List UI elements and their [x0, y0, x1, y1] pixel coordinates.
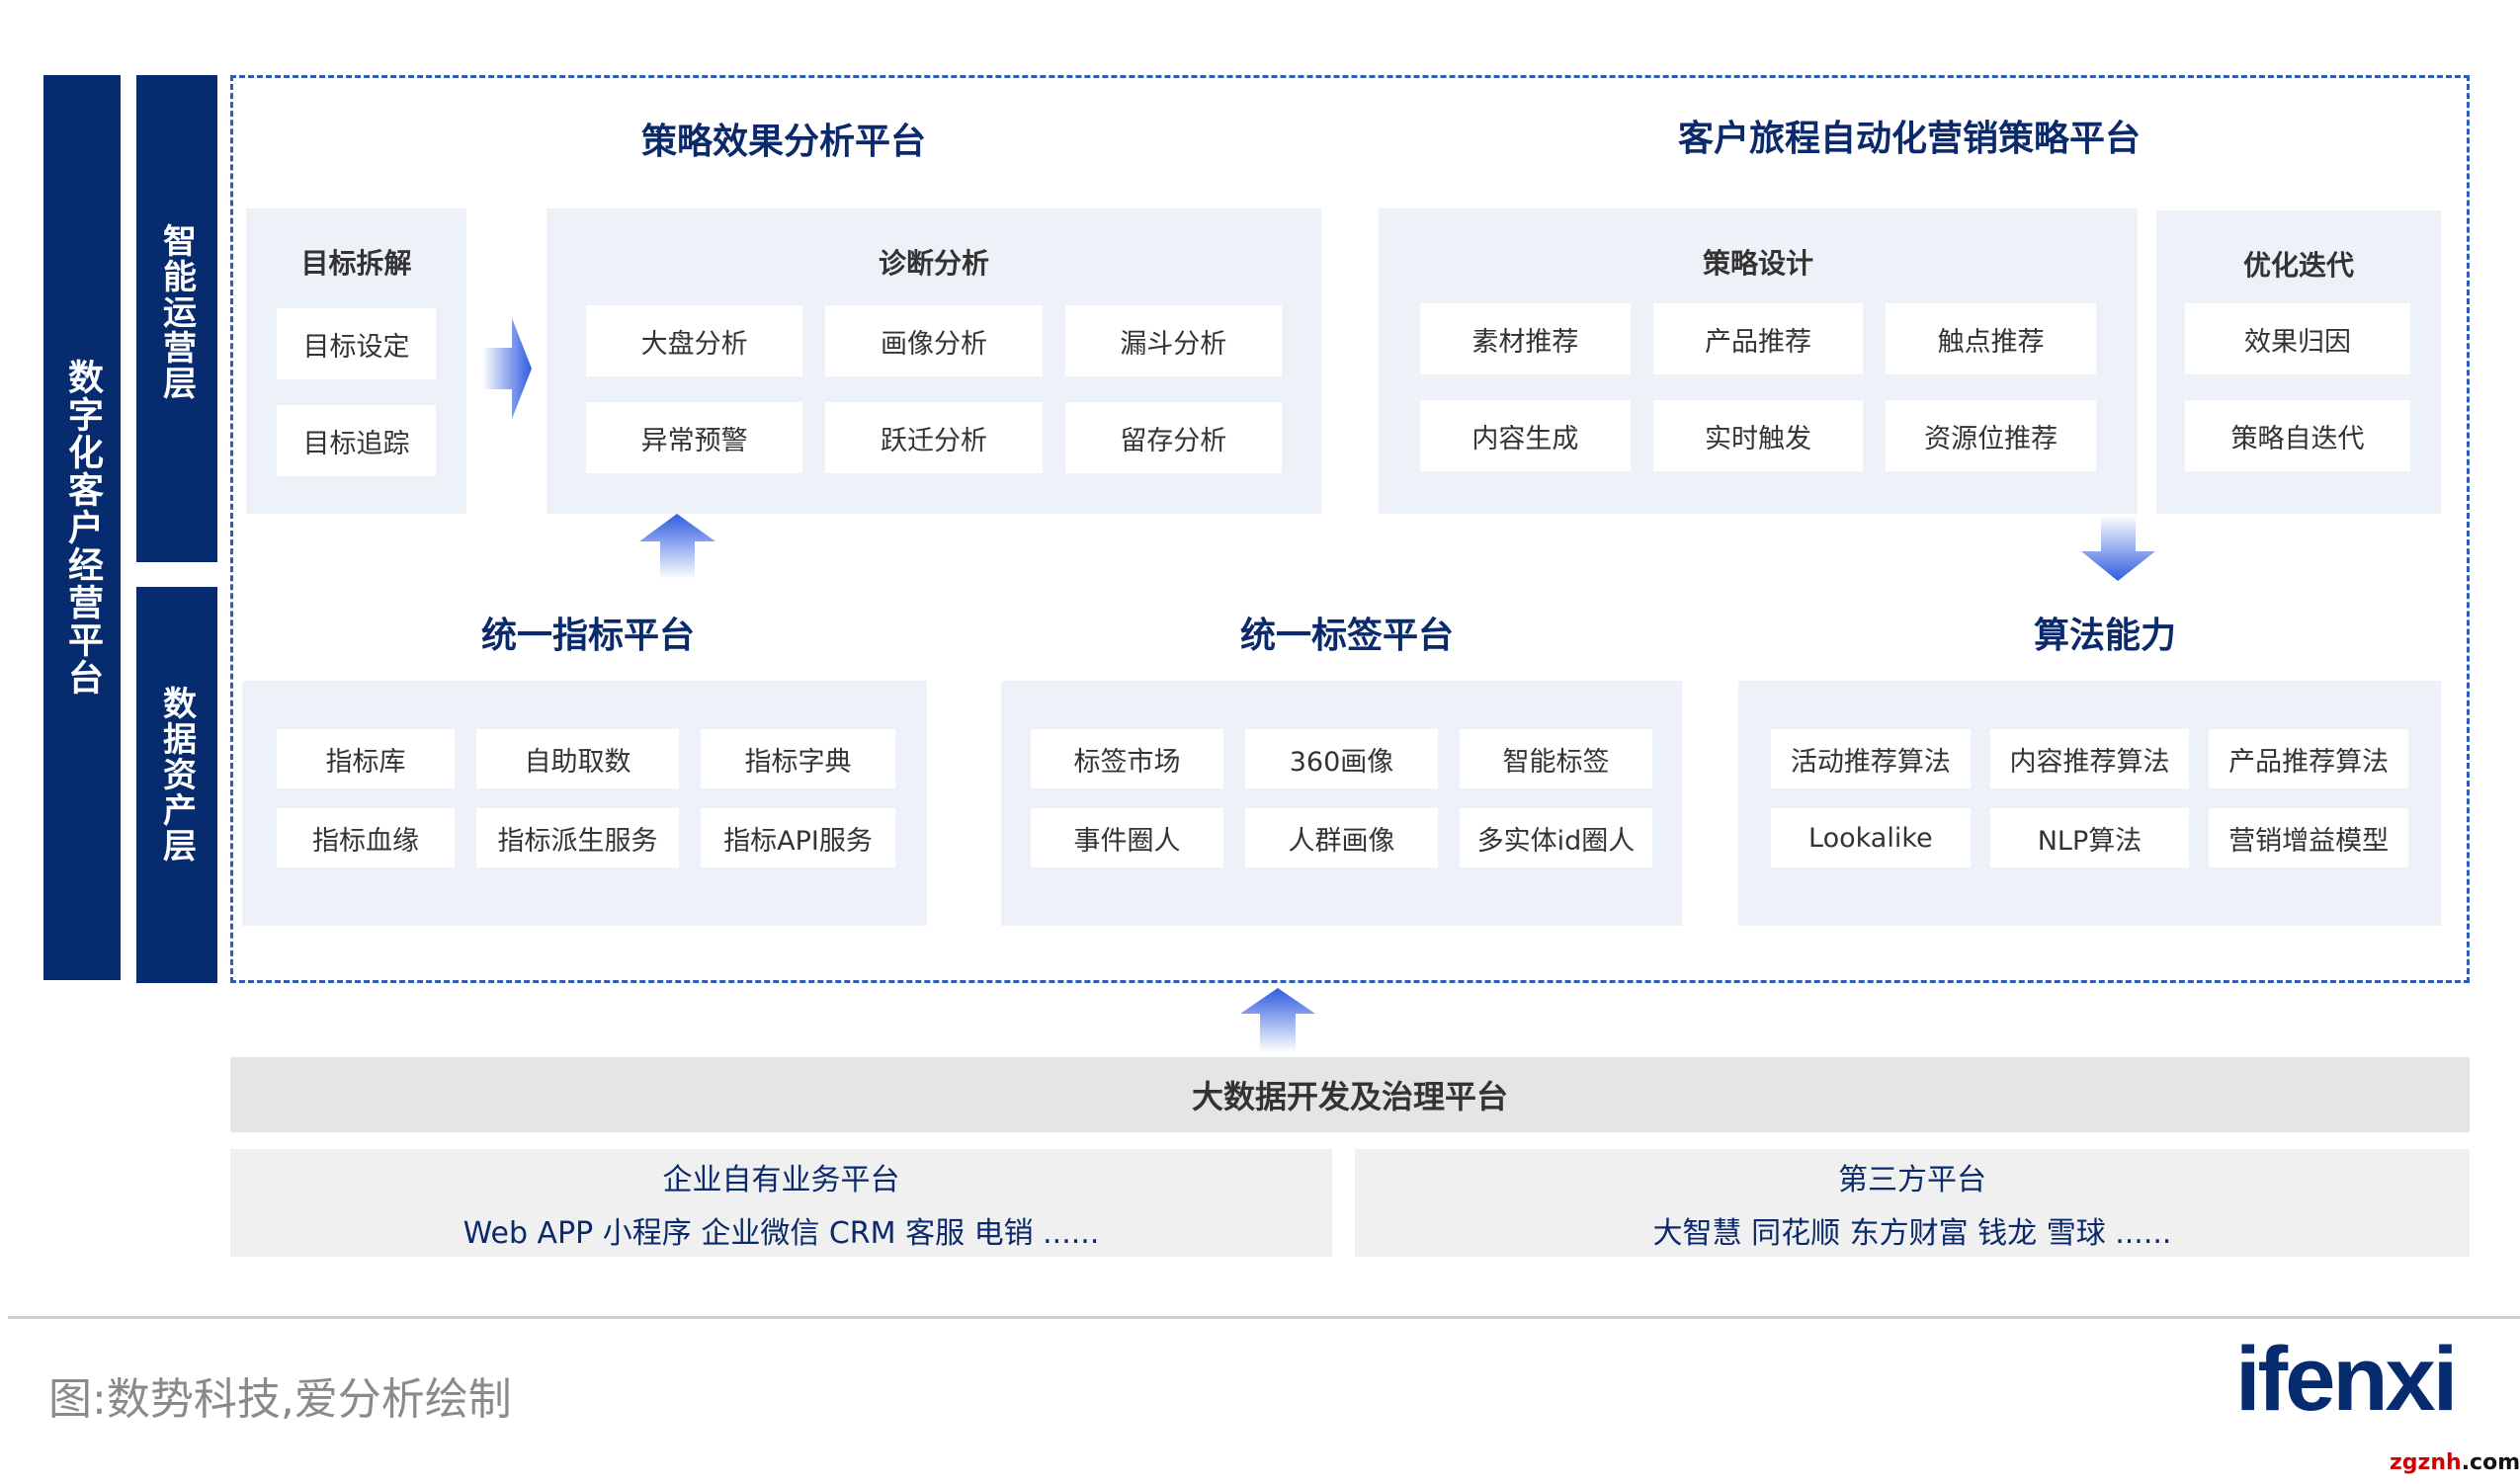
- caption: 图:数势科技,爱分析绘制: [48, 1374, 512, 1425]
- item[interactable]: 内容生成: [1420, 400, 1631, 471]
- item[interactable]: 内容推荐算法: [1989, 729, 2190, 788]
- panel-tags: 标签市场 360画像 智能标签 事件圈人 人群画像 多实体id圈人: [1001, 681, 1682, 926]
- panel-goal-heading: 目标拆解: [300, 247, 412, 280]
- source-title: 第三方平台: [1838, 1162, 1986, 1197]
- item[interactable]: 策略自迭代: [2185, 400, 2410, 471]
- title-metrics: 统一指标平台: [480, 616, 696, 656]
- item[interactable]: 产品推荐: [1652, 303, 1864, 374]
- source-title: 企业自有业务平台: [662, 1162, 900, 1197]
- panel-optimize: 优化迭代 效果归因 策略自迭代: [2156, 210, 2441, 514]
- item[interactable]: 营销增益模型: [2209, 808, 2408, 867]
- panel-optimize-heading: 优化迭代: [2242, 249, 2354, 282]
- source-third-party: 第三方平台 大智慧 同花顺 东方财富 钱龙 雪球 ......: [1355, 1149, 2470, 1257]
- arrow-up-icon: [1240, 988, 1315, 1052]
- arrow-down-icon: [2081, 516, 2155, 581]
- title-strategy-effect: 策略效果分析平台: [640, 122, 927, 162]
- item[interactable]: 触点推荐: [1886, 303, 2096, 374]
- divider: [8, 1316, 2520, 1319]
- arrow-right-icon: [482, 318, 532, 419]
- title-tags: 统一标签平台: [1239, 616, 1455, 656]
- item[interactable]: 多实体id圈人: [1460, 808, 1652, 867]
- watermark: zgznh.com: [2390, 1450, 2520, 1475]
- panel-design: 策略设计 素材推荐 产品推荐 触点推荐 内容生成 实时触发 资源位推荐: [1379, 208, 2138, 514]
- panel-design-heading: 策略设计: [1702, 247, 1813, 280]
- logo-ifenxi: ifenxi: [2235, 1329, 2458, 1430]
- item[interactable]: 事件圈人: [1031, 808, 1223, 867]
- item[interactable]: 指标字典: [701, 729, 895, 788]
- item[interactable]: 标签市场: [1031, 729, 1223, 788]
- item[interactable]: 指标派生服务: [476, 808, 679, 867]
- layer-ops-text: 智能运营层: [156, 223, 197, 401]
- item[interactable]: 自助取数: [476, 729, 679, 788]
- item[interactable]: 漏斗分析: [1064, 305, 1282, 376]
- title-algo: 算法能力: [2033, 616, 2177, 656]
- item[interactable]: 异常预警: [586, 402, 803, 473]
- platform-side-label-text: 数字化客户经营平台: [62, 359, 103, 697]
- panel-metrics: 指标库 自助取数 指标字典 指标血缘 指标派生服务 指标API服务: [242, 681, 927, 926]
- layer-data-text: 数据资产层: [156, 686, 197, 864]
- item[interactable]: 跃迁分析: [825, 402, 1043, 473]
- item[interactable]: NLP算法: [1989, 808, 2190, 867]
- title-journey: 客户旅程自动化营销策略平台: [1677, 119, 2142, 159]
- item[interactable]: Lookalike: [1771, 808, 1971, 867]
- item[interactable]: 大盘分析: [586, 305, 803, 376]
- item[interactable]: 实时触发: [1652, 400, 1864, 471]
- item[interactable]: 活动推荐算法: [1771, 729, 1971, 788]
- source-items: 大智慧 同花顺 东方财富 钱龙 雪球 ......: [1652, 1215, 2172, 1251]
- layer-data: 数据资产层: [136, 587, 217, 983]
- item[interactable]: 目标设定: [277, 308, 436, 379]
- item[interactable]: 效果归因: [2185, 303, 2410, 374]
- item[interactable]: 指标库: [277, 729, 455, 788]
- item[interactable]: 留存分析: [1064, 402, 1282, 473]
- item[interactable]: 资源位推荐: [1886, 400, 2096, 471]
- item[interactable]: 智能标签: [1460, 729, 1652, 788]
- platform-boundary: [230, 75, 2470, 983]
- platform-side-label: 数字化客户经营平台: [43, 75, 121, 980]
- panel-diagnosis: 诊断分析 大盘分析 画像分析 漏斗分析 异常预警 跃迁分析 留存分析: [546, 208, 1321, 514]
- watermark-a: zgznh: [2390, 1450, 2462, 1475]
- source-own-platform: 企业自有业务平台 Web APP 小程序 企业微信 CRM 客服 电销 ....…: [230, 1149, 1332, 1257]
- arrow-up-icon: [639, 514, 715, 579]
- item[interactable]: 指标API服务: [701, 808, 895, 867]
- item[interactable]: 目标追踪: [277, 405, 436, 476]
- panel-diagnosis-heading: 诊断分析: [878, 247, 989, 280]
- panel-algo: 活动推荐算法 内容推荐算法 产品推荐算法 Lookalike NLP算法 营销增…: [1738, 681, 2441, 926]
- item[interactable]: 指标血缘: [277, 808, 455, 867]
- bigdata-platform: 大数据开发及治理平台: [230, 1057, 2470, 1132]
- item[interactable]: 360画像: [1245, 729, 1438, 788]
- watermark-b: .com: [2461, 1450, 2520, 1475]
- item[interactable]: 人群画像: [1245, 808, 1438, 867]
- item[interactable]: 产品推荐算法: [2209, 729, 2408, 788]
- item[interactable]: 画像分析: [825, 305, 1043, 376]
- source-items: Web APP 小程序 企业微信 CRM 客服 电销 ......: [462, 1215, 1100, 1251]
- item[interactable]: 素材推荐: [1420, 303, 1631, 374]
- panel-goal: 目标拆解 目标设定 目标追踪: [246, 208, 466, 514]
- layer-ops: 智能运营层: [136, 75, 217, 562]
